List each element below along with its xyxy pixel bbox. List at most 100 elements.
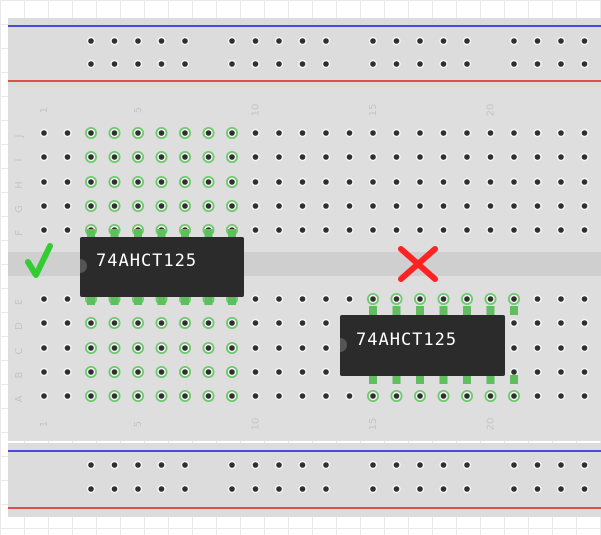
terminal-hole[interactable]	[39, 225, 49, 235]
terminal-hole[interactable]	[226, 200, 238, 212]
terminal-hole[interactable]	[556, 225, 566, 235]
rail-hole[interactable]	[533, 59, 542, 69]
terminal-hole[interactable]	[39, 318, 49, 328]
terminal-hole[interactable]	[226, 342, 238, 354]
rail-hole[interactable]	[298, 460, 307, 470]
terminal-hole[interactable]	[132, 176, 144, 188]
terminal-hole[interactable]	[556, 343, 566, 353]
terminal-hole[interactable]	[368, 201, 378, 211]
rail-hole[interactable]	[298, 59, 307, 69]
terminal-hole[interactable]	[392, 128, 401, 138]
terminal-hole[interactable]	[321, 294, 331, 304]
rail-hole[interactable]	[415, 484, 425, 494]
terminal-hole[interactable]	[132, 342, 144, 354]
terminal-hole[interactable]	[226, 390, 238, 402]
terminal-hole[interactable]	[39, 343, 49, 353]
terminal-hole[interactable]	[462, 201, 472, 211]
terminal-hole[interactable]	[108, 200, 121, 212]
terminal-hole[interactable]	[556, 294, 566, 304]
terminal-hole[interactable]	[226, 366, 238, 378]
terminal-hole[interactable]	[108, 317, 121, 329]
terminal-hole[interactable]	[39, 294, 49, 304]
terminal-hole[interactable]	[274, 391, 284, 401]
rail-hole[interactable]	[133, 36, 143, 46]
terminal-hole[interactable]	[155, 176, 168, 188]
terminal-hole[interactable]	[462, 152, 472, 162]
rail-hole[interactable]	[274, 36, 284, 46]
terminal-hole[interactable]	[63, 201, 72, 211]
terminal-hole[interactable]	[345, 201, 354, 211]
rail-hole[interactable]	[157, 460, 166, 470]
terminal-hole[interactable]	[39, 152, 49, 162]
terminal-hole[interactable]	[533, 201, 542, 211]
terminal-hole[interactable]	[274, 177, 284, 187]
rail-hole[interactable]	[321, 36, 331, 46]
terminal-hole[interactable]	[509, 152, 519, 162]
rail-hole[interactable]	[274, 484, 284, 494]
terminal-hole[interactable]	[580, 294, 589, 304]
terminal-hole[interactable]	[580, 391, 589, 401]
terminal-hole[interactable]	[298, 152, 307, 162]
terminal-hole[interactable]	[155, 342, 168, 354]
terminal-hole[interactable]	[509, 367, 519, 377]
terminal-hole[interactable]	[155, 317, 168, 329]
terminal-hole[interactable]	[155, 127, 168, 139]
terminal-hole[interactable]	[439, 201, 448, 211]
terminal-hole[interactable]	[461, 293, 473, 305]
rail-hole[interactable]	[321, 460, 331, 470]
terminal-hole[interactable]	[392, 201, 401, 211]
terminal-hole[interactable]	[390, 390, 403, 402]
terminal-hole[interactable]	[63, 177, 72, 187]
rail-hole[interactable]	[556, 484, 566, 494]
terminal-hole[interactable]	[155, 200, 168, 212]
rail-hole[interactable]	[580, 460, 589, 470]
terminal-hole[interactable]	[108, 342, 121, 354]
rail-hole[interactable]	[439, 460, 448, 470]
terminal-hole[interactable]	[108, 390, 121, 402]
terminal-hole[interactable]	[298, 177, 307, 187]
terminal-hole[interactable]	[132, 200, 144, 212]
rail-hole[interactable]	[251, 460, 260, 470]
rail-hole[interactable]	[321, 59, 331, 69]
terminal-hole[interactable]	[533, 152, 542, 162]
rail-hole[interactable]	[227, 484, 237, 494]
terminal-hole[interactable]	[345, 391, 354, 401]
terminal-hole[interactable]	[85, 200, 97, 212]
terminal-hole[interactable]	[462, 225, 472, 235]
rail-hole[interactable]	[533, 484, 542, 494]
terminal-hole[interactable]	[509, 177, 519, 187]
rail-hole[interactable]	[509, 460, 519, 470]
terminal-hole[interactable]	[251, 152, 260, 162]
chip-2[interactable]: 74AHCT125	[340, 315, 505, 376]
terminal-hole[interactable]	[509, 225, 519, 235]
rail-hole[interactable]	[251, 484, 260, 494]
terminal-hole[interactable]	[179, 127, 191, 139]
terminal-hole[interactable]	[368, 225, 378, 235]
terminal-hole[interactable]	[132, 390, 144, 402]
terminal-hole[interactable]	[414, 293, 426, 305]
terminal-hole[interactable]	[345, 128, 354, 138]
terminal-hole[interactable]	[202, 342, 215, 354]
rail-hole[interactable]	[251, 59, 260, 69]
rail-hole[interactable]	[392, 460, 401, 470]
chip-1[interactable]: 74AHCT125	[80, 237, 244, 297]
rail-hole[interactable]	[274, 460, 284, 470]
terminal-hole[interactable]	[556, 177, 566, 187]
terminal-hole[interactable]	[202, 366, 215, 378]
rail-hole[interactable]	[556, 36, 566, 46]
rail-hole[interactable]	[580, 484, 589, 494]
terminal-hole[interactable]	[509, 343, 519, 353]
terminal-hole[interactable]	[274, 367, 284, 377]
terminal-hole[interactable]	[533, 177, 542, 187]
terminal-hole[interactable]	[580, 343, 589, 353]
terminal-hole[interactable]	[439, 152, 448, 162]
rail-hole[interactable]	[392, 36, 401, 46]
terminal-hole[interactable]	[226, 151, 238, 163]
rail-hole[interactable]	[556, 460, 566, 470]
terminal-hole[interactable]	[345, 152, 354, 162]
terminal-hole[interactable]	[298, 391, 307, 401]
terminal-hole[interactable]	[533, 391, 542, 401]
terminal-hole[interactable]	[509, 318, 519, 328]
rail-hole[interactable]	[415, 59, 425, 69]
rail-hole[interactable]	[368, 484, 378, 494]
